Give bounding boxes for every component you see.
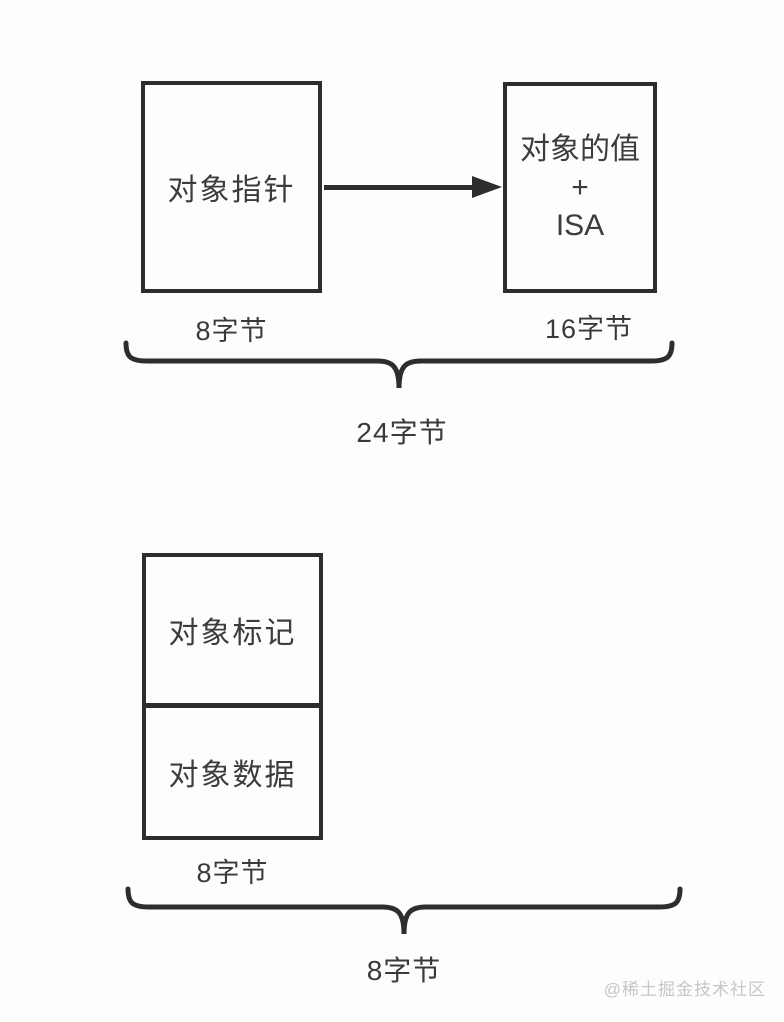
memory-box-size-label: 8字节 [196,858,269,888]
plus-sign: + [571,170,589,204]
object-pointer-label: 对象指针 [167,174,296,207]
total-size-label-top: 24字节 [356,417,448,448]
pointer-arrow-line [324,185,476,190]
watermark: @稀土掘金技术社区 [603,980,766,999]
curly-brace-bottom [125,886,683,935]
object-pointer-box: 对象指针 [141,81,322,293]
object-data-label: 对象数据 [168,759,297,792]
pointer-box-size-label: 8字节 [195,316,268,346]
isa-line: ISA [555,208,605,242]
object-value-isa-box: 对象的值 + ISA [503,82,657,293]
object-data-cell: 对象数据 [146,708,319,836]
object-tag-cell: 对象标记 [146,557,319,708]
arrow-right-icon [472,176,502,198]
object-tag-label: 对象标记 [168,617,297,650]
curly-brace-top [123,340,675,389]
value-box-size-label: 16字节 [544,314,634,344]
object-value-line: 对象的值 [520,132,640,166]
total-size-label-bottom: 8字节 [366,955,442,986]
object-memory-box: 对象标记 对象数据 [142,553,323,840]
